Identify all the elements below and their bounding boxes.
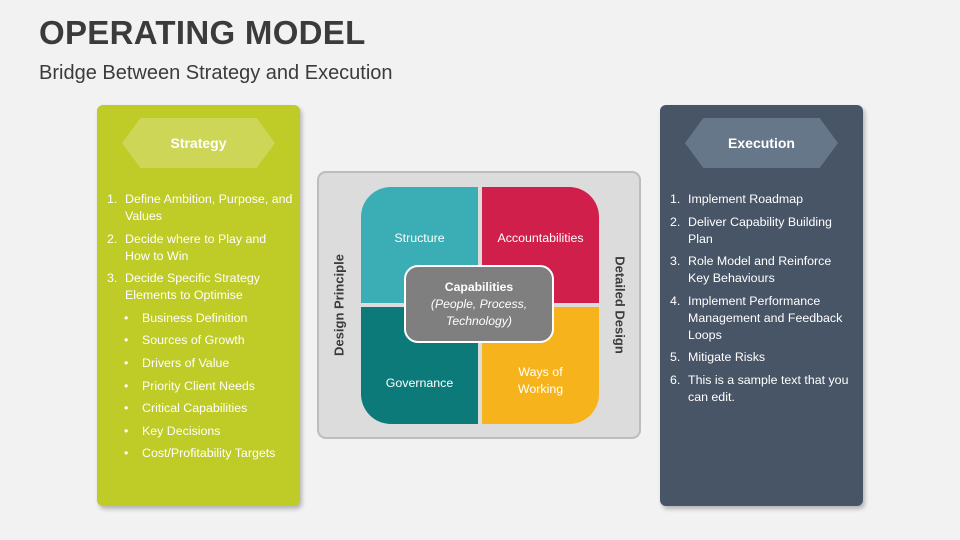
bullet-item: • Key Decisions (107, 423, 293, 440)
bullet-text: Drivers of Value (142, 355, 230, 370)
list-item: 5. Mitigate Risks (670, 349, 856, 366)
bullet-text: Business Definition (142, 310, 248, 325)
bullet-icon: • (124, 401, 129, 416)
execution-list: 1. Implement Roadmap 2. Deliver Capabili… (670, 191, 856, 412)
execution-heading: Execution (685, 118, 838, 168)
list-text: This is a sample text that you can edit. (688, 372, 849, 404)
list-text: Role Model and Reinforce Key Behaviours (688, 254, 832, 286)
detailed-design-label: Detailed Design (612, 256, 628, 354)
list-text: Decide Specific Strategy Elements to Opt… (125, 271, 260, 303)
list-number: 2. (107, 231, 118, 246)
capabilities-box: Capabilities (People, Process, Technolog… (404, 265, 554, 343)
bullet-text: Priority Client Needs (142, 378, 255, 393)
list-item: 4. Implement Performance Management and … (670, 293, 856, 344)
governance-label: Governance (385, 376, 454, 390)
list-number: 4. (670, 293, 681, 308)
bullet-item: • Priority Client Needs (107, 378, 293, 395)
list-item: 6. This is a sample text that you can ed… (670, 372, 856, 406)
list-text: Decide where to Play and How to Win (125, 231, 267, 263)
list-number: 1. (107, 192, 118, 206)
bullet-item: • Business Definition (107, 310, 293, 327)
list-text: Deliver Capability Building Plan (688, 214, 832, 246)
list-number: 1. (670, 192, 681, 206)
capabilities-subtext: (People, Process, Technology) (430, 296, 528, 328)
page-title: OPERATING MODEL (39, 14, 366, 51)
list-number: 3. (107, 271, 118, 286)
bullet-item: • Cost/Profitability Targets (107, 445, 293, 462)
bullet-item: • Sources of Growth (107, 332, 293, 349)
bullet-icon: • (124, 378, 129, 393)
list-item: 1. Implement Roadmap (670, 191, 856, 208)
bullet-item: • Drivers of Value (107, 355, 293, 372)
accountabilities-label: Accountabilities (497, 230, 584, 245)
list-item: 3. Decide Specific Strategy Elements to … (107, 270, 293, 304)
list-item: 2. Deliver Capability Building Plan (670, 214, 856, 248)
list-item: 1. Define Ambition, Purpose, and Values (107, 191, 293, 225)
list-text: Implement Roadmap (688, 192, 804, 206)
list-text: Define Ambition, Purpose, and Values (125, 192, 293, 223)
bullet-icon: • (124, 446, 129, 461)
list-item: 2. Decide where to Play and How to Win (107, 231, 293, 265)
bullet-icon: • (124, 333, 129, 348)
structure-label: Structure (394, 230, 445, 245)
execution-panel: Execution 1. Implement Roadmap 2. Delive… (660, 105, 863, 506)
list-text: Implement Performance Management and Fee… (688, 293, 843, 342)
list-number: 2. (670, 214, 681, 229)
bullet-text: Key Decisions (142, 423, 221, 438)
list-text: Mitigate Risks (688, 350, 766, 365)
bullet-text: Critical Capabilities (142, 401, 248, 416)
capabilities-heading: Capabilities (444, 279, 514, 294)
design-principle-label: Design Principle (331, 254, 347, 356)
list-number: 3. (670, 254, 681, 269)
bullet-icon: • (124, 423, 129, 438)
ways-of-working-label: Ways of Working (517, 364, 564, 396)
list-item: 3. Role Model and Reinforce Key Behaviou… (670, 253, 856, 287)
list-number: 5. (670, 350, 681, 365)
page-subtitle: Bridge Between Strategy and Execution (39, 62, 393, 84)
bullet-text: Sources of Growth (142, 333, 245, 348)
bullet-icon: • (124, 355, 129, 370)
strategy-heading: Strategy (122, 118, 275, 168)
bullet-text: Cost/Profitability Targets (142, 446, 276, 461)
strategy-list: 1. Define Ambition, Purpose, and Values … (107, 191, 293, 468)
bullet-item: • Critical Capabilities (107, 400, 293, 417)
bullet-icon: • (124, 310, 129, 325)
list-number: 6. (670, 372, 681, 387)
strategy-panel: Strategy 1. Define Ambition, Purpose, an… (97, 105, 300, 506)
